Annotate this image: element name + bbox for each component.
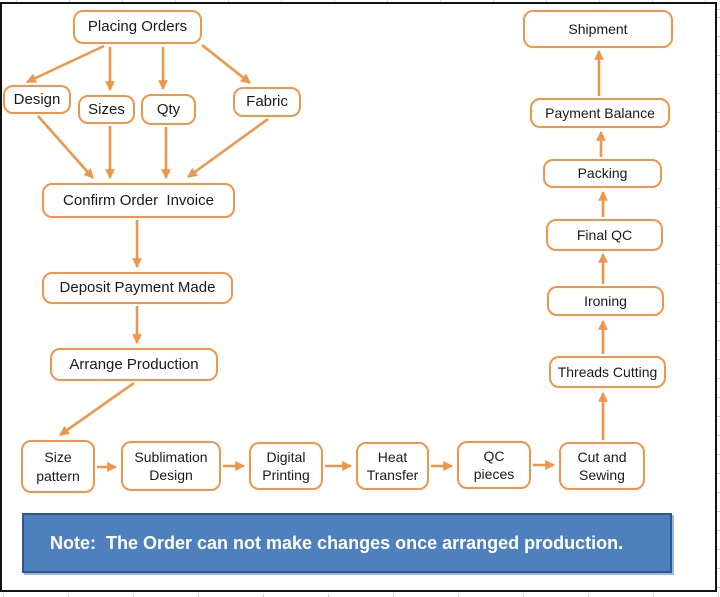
node-fabric: Fabric (233, 87, 301, 117)
node-digital-printing: Digital Printing (249, 442, 323, 490)
node-design: Design (3, 85, 71, 114)
excel-gridline-ticks-bottom (0, 594, 720, 597)
node-qty: Qty (141, 94, 196, 125)
node-final-qc: Final QC (546, 219, 663, 251)
node-payment-balance: Payment Balance (530, 98, 670, 128)
node-heat-transfer: Heat Transfer (356, 442, 429, 490)
node-size-pattern: Size pattern (21, 440, 95, 493)
node-arrange-production: Arrange Production (50, 348, 218, 381)
node-sublimation-design: Sublimation Design (121, 441, 221, 491)
node-sizes: Sizes (78, 95, 135, 124)
node-confirm-order-invoice: Confirm Order Invoice (42, 183, 235, 218)
node-qc-pieces: QC pieces (457, 441, 531, 489)
node-packing: Packing (543, 159, 662, 188)
node-cut-and-sewing: Cut and Sewing (559, 442, 645, 490)
excel-gridline-ticks-right (717, 0, 720, 597)
node-shipment: Shipment (523, 10, 673, 48)
note-text: Note: The Order can not make changes onc… (50, 532, 624, 553)
note-banner: Note: The Order can not make changes onc… (22, 513, 672, 573)
node-ironing: Ironing (547, 286, 664, 316)
node-threads-cutting: Threads Cutting (549, 356, 666, 388)
node-deposit-payment-made: Deposit Payment Made (42, 272, 233, 304)
excel-gridline-ticks-top (0, 0, 720, 2)
node-placing-orders: Placing Orders (73, 10, 202, 44)
